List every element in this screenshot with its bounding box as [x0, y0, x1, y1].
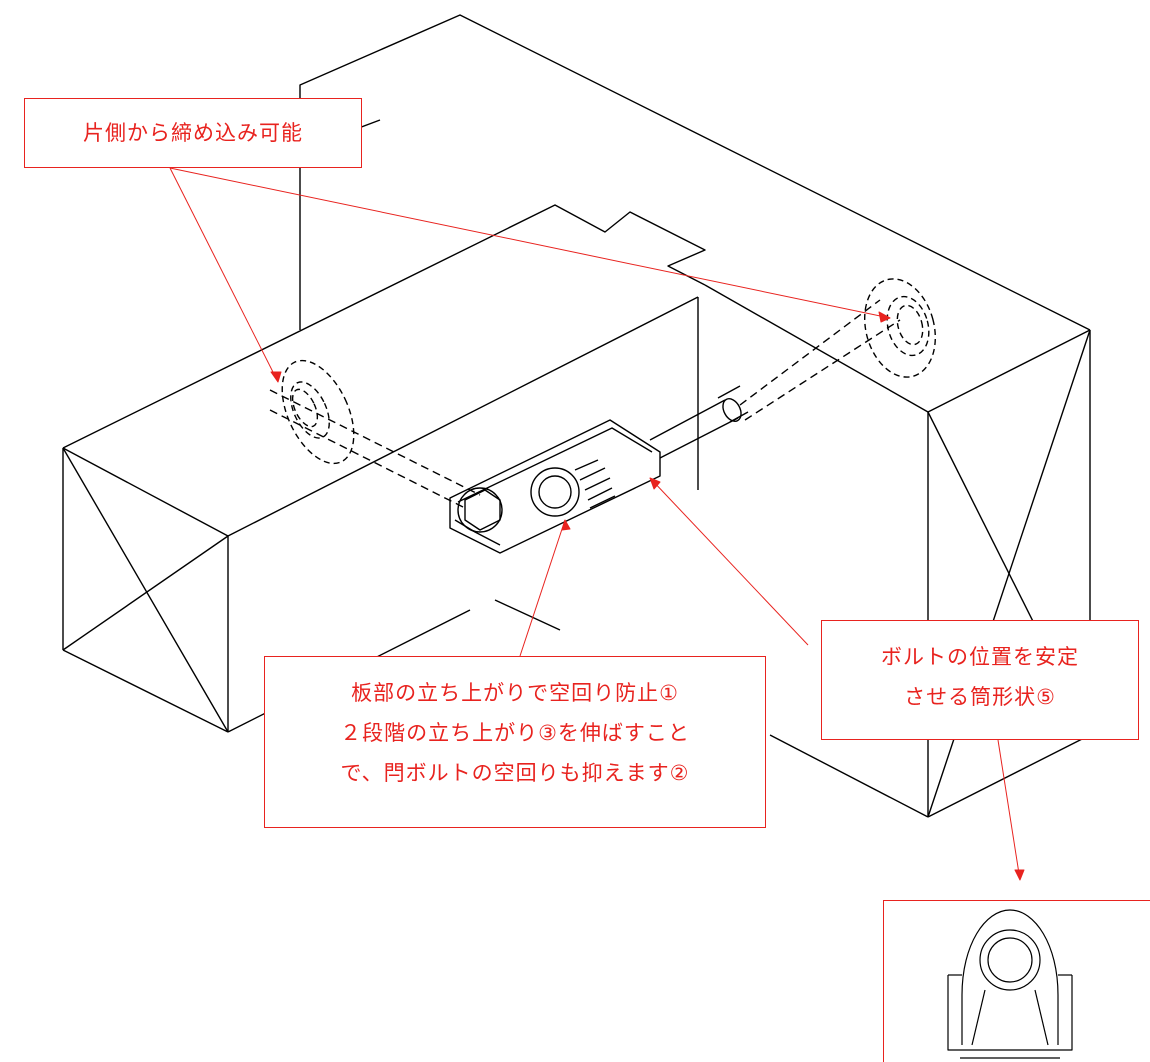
beam-end-cross-2	[62, 535, 229, 651]
bracket-fitting	[449, 419, 661, 554]
callout-anti-rotation-line-2: ２段階の立ち上がり③を伸ばすこと	[340, 721, 690, 745]
callout-one-side-tightening: 片側から締め込み可能	[24, 98, 362, 168]
left-washer	[281, 359, 355, 465]
right-washer	[864, 278, 936, 378]
callout-anti-rotation: 板部の立ち上がりで空回り防止① ２段階の立ち上がり③を伸ばすこと で、閂ボルトの…	[264, 656, 766, 828]
bolt-rod	[649, 385, 749, 459]
spring-coils	[574, 459, 616, 509]
inset-detail-drawing	[947, 909, 1073, 1059]
callout-bolt-position: ボルトの位置を安定 させる筒形状⑤	[821, 620, 1139, 740]
callout-one-side-text: 片側から締め込み可能	[83, 121, 303, 145]
callout-bolt-position-line-1: ボルトの位置を安定	[881, 645, 1079, 669]
callout-anti-rotation-line-3: で、閂ボルトの空回りも抑えます②	[340, 761, 690, 785]
callout-anti-rotation-line-1: 板部の立ち上がりで空回り防止①	[351, 681, 679, 705]
callout-bolt-position-line-2: させる筒形状⑤	[904, 685, 1056, 709]
hidden-bolt-lines	[269, 299, 901, 509]
horizontal-beam	[62, 204, 706, 733]
inset-detail-frame	[883, 900, 1150, 1062]
leader-lines	[169, 167, 1025, 881]
beam-end-cross-1	[62, 447, 229, 733]
back-structure	[299, 14, 1091, 331]
post-end-cross-2	[927, 329, 1091, 818]
vertical-post	[704, 284, 1091, 818]
